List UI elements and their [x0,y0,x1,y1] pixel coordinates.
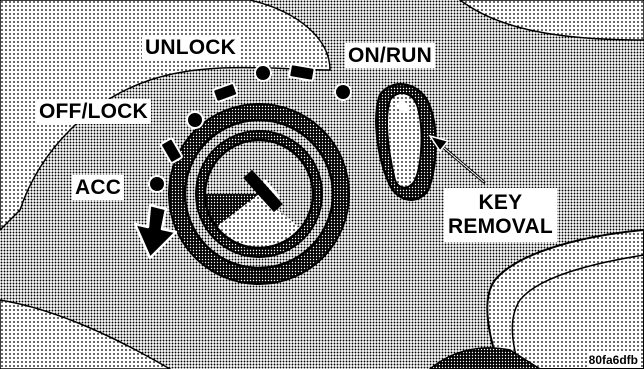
key-removal-label-line2: REMOVAL [448,215,553,239]
unlock-label: UNLOCK [142,35,239,60]
unlock-marker-dot [255,65,271,81]
acc-label: ACC [72,175,124,200]
off-lock-marker-dot [187,112,203,128]
off-lock-label: OFF/LOCK [36,99,151,124]
key-removal-label-line1: KEY [448,191,553,215]
unlock-marker-dash-2 [289,64,315,81]
on-run-label: ON/RUN [345,43,435,68]
figure-id: 80fa6dfb [587,353,640,367]
acc-marker-dot [149,176,165,192]
on-run-marker-dot [335,84,351,100]
key-removal-label: KEY REMOVAL [444,188,557,242]
